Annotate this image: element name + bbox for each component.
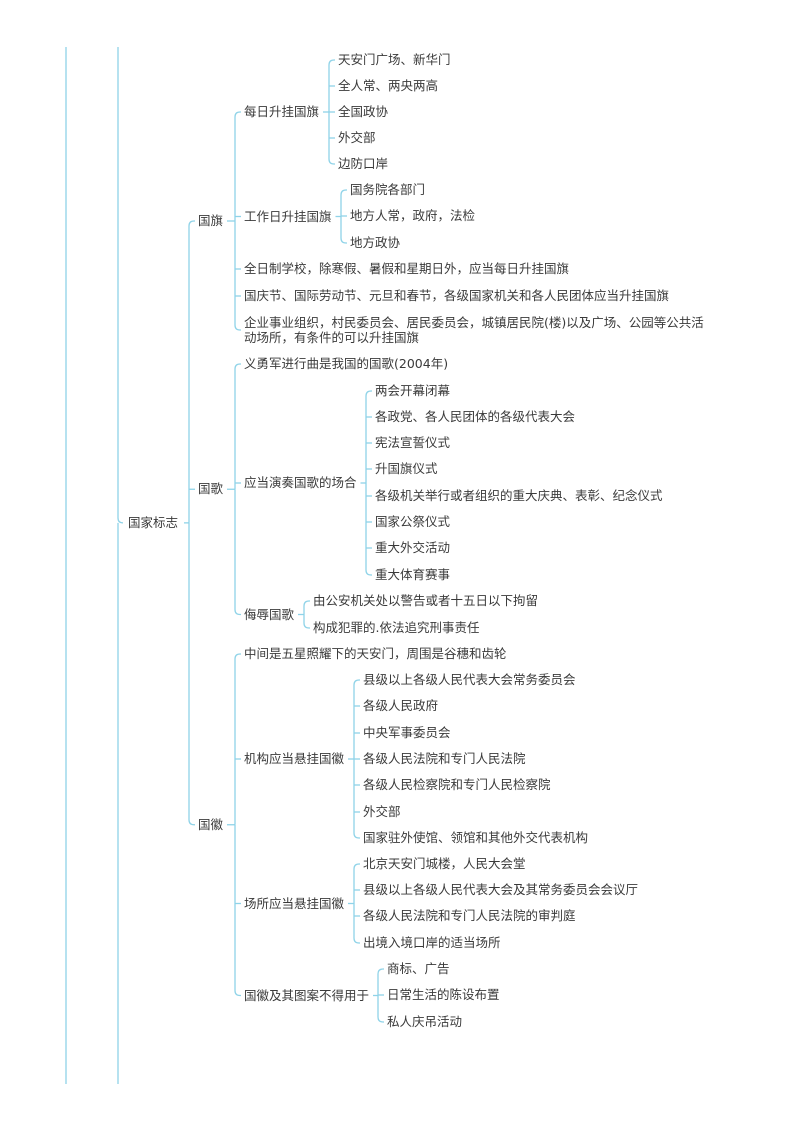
connector-branch bbox=[353, 903, 360, 944]
leaf-node: 县级以上各级人民代表大会及其常务委员会会议厅 bbox=[363, 882, 639, 897]
leaf-node: 日常生活的陈设布置 bbox=[387, 987, 500, 1002]
leaf-node: 边防口岸 bbox=[338, 156, 389, 171]
leaf-node: 北京天安门城楼，人民大会堂 bbox=[363, 856, 526, 871]
branch-node: 应当演奏国歌的场合 bbox=[244, 475, 357, 490]
branch-node: 场所应当悬挂国徽 bbox=[244, 895, 345, 911]
connector-branch bbox=[340, 189, 347, 217]
leaf-node: 构成犯罪的.依法追究刑事责任 bbox=[313, 620, 480, 635]
leaf-node: 天安门广场、新华门 bbox=[338, 52, 451, 67]
leaf-node: 各级人民检察院和专门人民检察院 bbox=[363, 777, 551, 792]
branch-node: 每日升挂国旗 bbox=[244, 104, 320, 119]
leaf-node: 县级以上各级人民代表大会常务委员会 bbox=[363, 672, 576, 687]
connector-branch bbox=[188, 220, 195, 523]
branch-node: 国歌 bbox=[198, 481, 224, 497]
connector-branch bbox=[365, 390, 372, 483]
leaf-node: 商标、广告 bbox=[387, 961, 450, 976]
connector-branch bbox=[234, 489, 241, 616]
branch-node: 国旗 bbox=[198, 213, 224, 228]
leaf-node: 义勇军进行曲是我国的国歌(2004年) bbox=[244, 356, 449, 371]
connector-branch bbox=[377, 995, 384, 1023]
connector-branch bbox=[188, 522, 195, 826]
connector-branch bbox=[328, 59, 335, 112]
branch-node: 机构应当悬挂国徽 bbox=[244, 751, 345, 766]
leaf-node: 地方人常，政府，法检 bbox=[350, 208, 476, 223]
leaf-node: 各级人民政府 bbox=[363, 698, 439, 713]
leaf-node: 全日制学校，除寒假、暑假和星期日外，应当每日升挂国旗 bbox=[244, 261, 570, 276]
leaf-node: 重大外交活动 bbox=[375, 540, 451, 555]
branch-node: 工作日升挂国旗 bbox=[244, 208, 332, 224]
leaf-node: 外交部 bbox=[363, 804, 401, 819]
branch-node: 国徽 bbox=[198, 816, 224, 832]
connector-branch bbox=[353, 863, 360, 904]
leaf-node: 由公安机关处以警告或者十五日以下拘留 bbox=[313, 593, 539, 608]
connector-branch bbox=[234, 653, 241, 825]
connector-branch bbox=[340, 216, 347, 244]
leaf-node: 私人庆吊活动 bbox=[387, 1014, 463, 1029]
connector-branch bbox=[353, 679, 360, 759]
root-spine-top bbox=[117, 47, 124, 524]
leaf-node: 地方政协 bbox=[350, 235, 401, 250]
leaf-node: 各级人民法院和专门人民法院的审判庭 bbox=[363, 908, 576, 923]
leaf-node: 两会开幕闭幕 bbox=[375, 383, 451, 398]
connector-branch bbox=[377, 968, 384, 996]
connector-branch bbox=[234, 221, 241, 331]
leaf-node: 全人常、两央两高 bbox=[338, 78, 439, 93]
connector-branch bbox=[353, 759, 360, 839]
leaf-node: 重大体育赛事 bbox=[375, 567, 451, 582]
leaf-node: 中央军事委员会 bbox=[363, 725, 451, 740]
branch-node: 侮辱国歌 bbox=[244, 606, 295, 622]
leaf-node: 各级人民法院和专门人民法院 bbox=[363, 751, 526, 766]
leaf-node: 出境入境口岸的适当场所 bbox=[363, 935, 501, 950]
leaf-node: 宪法宣誓仪式 bbox=[375, 435, 451, 450]
connector-branch bbox=[365, 483, 372, 576]
leaf-node: 各级机关举行或者组织的重大庆典、表彰、纪念仪式 bbox=[375, 488, 663, 503]
connector-branch bbox=[234, 111, 241, 221]
root-node: 国家标志 bbox=[128, 514, 179, 530]
leaf-node: 升国旗仪式 bbox=[375, 461, 438, 476]
branch-node: 国徽及其图案不得用于 bbox=[244, 987, 370, 1003]
leaf-node: 全国政协 bbox=[338, 104, 389, 119]
connector-branch bbox=[328, 112, 335, 165]
leaf-node: 各政党、各人民团体的各级代表大会 bbox=[375, 409, 576, 424]
connector-branch bbox=[303, 614, 310, 629]
leaf-node: 国家公祭仪式 bbox=[375, 514, 451, 529]
leaf-node: 国务院各部门 bbox=[350, 182, 426, 197]
connector-branch bbox=[303, 600, 310, 615]
leaf-node: 中间是五星照耀下的天安门，周围是谷穗和齿轮 bbox=[244, 646, 507, 661]
leaf-node: 国家驻外使馆、领馆和其他外交代表机构 bbox=[363, 830, 589, 845]
connector-branch bbox=[234, 824, 241, 997]
leaf-node: 企业事业组织，村民委员会、居民委员会，城镇居民院(楼)以及广场、公园等公共活动场… bbox=[244, 315, 704, 345]
leaf-node: 国庆节、国际劳动节、元旦和春节，各级国家机关和各人民团体应当升挂国旗 bbox=[244, 288, 670, 303]
leaf-node: 外交部 bbox=[338, 130, 376, 145]
connector-branch bbox=[234, 363, 241, 490]
